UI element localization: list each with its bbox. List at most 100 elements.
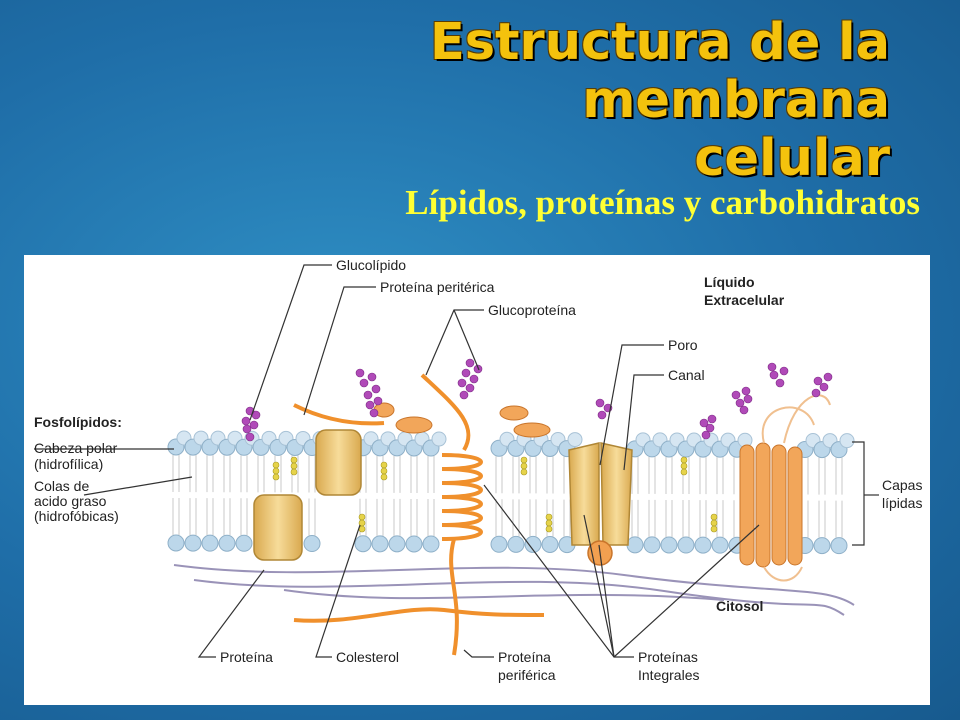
cholesterol-bead [290, 468, 298, 476]
label-extracelular: Extracelular [704, 292, 785, 308]
label-fosfolipidos: Fosfolípidos: [34, 414, 122, 430]
cholesterol-bead [290, 462, 298, 470]
membrane-diagram: Glucolípido Proteína peritérica Glucopro… [24, 255, 930, 705]
sugar-unit [731, 390, 741, 400]
label-hidrofobicas: (hidrofóbicas) [34, 508, 119, 524]
cholesterol-bead [380, 467, 388, 475]
label-poro: Poro [668, 337, 698, 353]
label-colas-de: Colas de [34, 478, 89, 494]
cholesterol-bead [290, 456, 298, 464]
sugar-unit [741, 386, 751, 396]
cholesterol-bead [520, 462, 528, 470]
title-line-1: Estructura de la membrana [429, 13, 890, 130]
polar-head [388, 535, 406, 553]
diagram-labels: Glucolípido Proteína peritérica Glucopro… [34, 257, 922, 683]
sugar-unit [355, 368, 365, 378]
label-cabeza-polar: Cabeza polar [34, 440, 118, 456]
cholesterol-bead [272, 473, 280, 481]
sugar-unit [743, 394, 753, 404]
polar-head [711, 536, 729, 554]
cholesterol-bead [272, 467, 280, 475]
polar-head-back [567, 432, 583, 448]
polar-head [507, 535, 525, 553]
polar-head [694, 536, 712, 554]
polar-head-back [431, 431, 447, 447]
label-integrales: Integrales [638, 667, 699, 683]
cholesterol-bead [680, 468, 688, 476]
channel-left-half [568, 442, 600, 546]
polar-head [626, 536, 644, 554]
label-glucoproteina: Glucoproteína [488, 302, 576, 318]
cholesterol-bead [272, 461, 280, 469]
cholesterol-bead [545, 519, 553, 527]
cholesterol-bead [520, 456, 528, 464]
polar-head [371, 535, 389, 553]
sugar-unit [705, 423, 715, 433]
cholesterol-bead [380, 461, 388, 469]
label-hidrofilica: (hidrofílica) [34, 456, 103, 472]
sugar-unit [242, 424, 252, 434]
polar-head [405, 535, 423, 553]
polar-head [235, 534, 253, 552]
peripheral-blobs [373, 402, 551, 438]
cholesterol-bead [520, 468, 528, 476]
label-periferica: periférica [498, 667, 556, 683]
sugar-unit [811, 388, 821, 398]
label-liquido: Líquido [704, 274, 755, 290]
cholesterol-bead [545, 525, 553, 533]
membrane-diagram-svg: Glucolípido Proteína peritérica Glucopro… [34, 257, 922, 683]
sugar-unit [363, 390, 373, 400]
sugar-unit [735, 398, 745, 408]
polar-head [184, 534, 202, 552]
cholesterol-bead [710, 525, 718, 533]
sugar-unit [245, 432, 255, 442]
sugar-unit [369, 408, 379, 418]
polar-head [354, 535, 372, 553]
sugar-unit [813, 376, 823, 386]
polar-heads-bottom [167, 534, 848, 555]
polar-head [677, 536, 695, 554]
polar-head [218, 534, 236, 552]
sugar-unit [699, 418, 709, 428]
label-proteina-periferica: Proteína [498, 649, 551, 665]
label-proteina-periferica-top: Proteína peritérica [380, 279, 495, 295]
sugar-unit [469, 374, 479, 384]
cholesterol-bead [680, 456, 688, 464]
polar-head-back [839, 433, 855, 449]
sugar-unit [707, 414, 717, 424]
sugar-unit [701, 430, 711, 440]
polar-head [490, 535, 508, 553]
sugar-unit [359, 378, 369, 388]
title-line-2: celular [694, 129, 890, 188]
carbohydrate-chains [241, 358, 833, 442]
polar-head [303, 535, 321, 553]
leader-lines [34, 264, 879, 658]
sugar-unit [249, 420, 259, 430]
polar-head [524, 535, 542, 553]
protein-block [253, 494, 303, 561]
sugar-unit [373, 396, 383, 406]
cholesterol-bead [545, 513, 553, 521]
polar-head [422, 535, 440, 553]
label-citosol: Citosol [716, 598, 763, 614]
label-colesterol: Colesterol [336, 649, 399, 665]
sugar-unit [457, 378, 467, 388]
sugar-unit [465, 358, 475, 368]
sugar-unit [465, 383, 475, 393]
polar-head [643, 536, 661, 554]
peripheral-proteins [293, 403, 545, 623]
channel-right-half [600, 442, 633, 546]
polar-head [813, 537, 831, 555]
cholesterol-bead [710, 513, 718, 521]
cytoskeleton [173, 564, 855, 616]
sugar-unit [459, 390, 469, 400]
cholesterol-bead [380, 473, 388, 481]
sugar-unit [769, 370, 779, 380]
polar-head [830, 537, 848, 555]
polar-head [201, 534, 219, 552]
label-proteina: Proteína [220, 649, 273, 665]
sugar-unit [371, 384, 381, 394]
cholesterol-bead [680, 462, 688, 470]
peripheral-protein-block [315, 429, 362, 496]
